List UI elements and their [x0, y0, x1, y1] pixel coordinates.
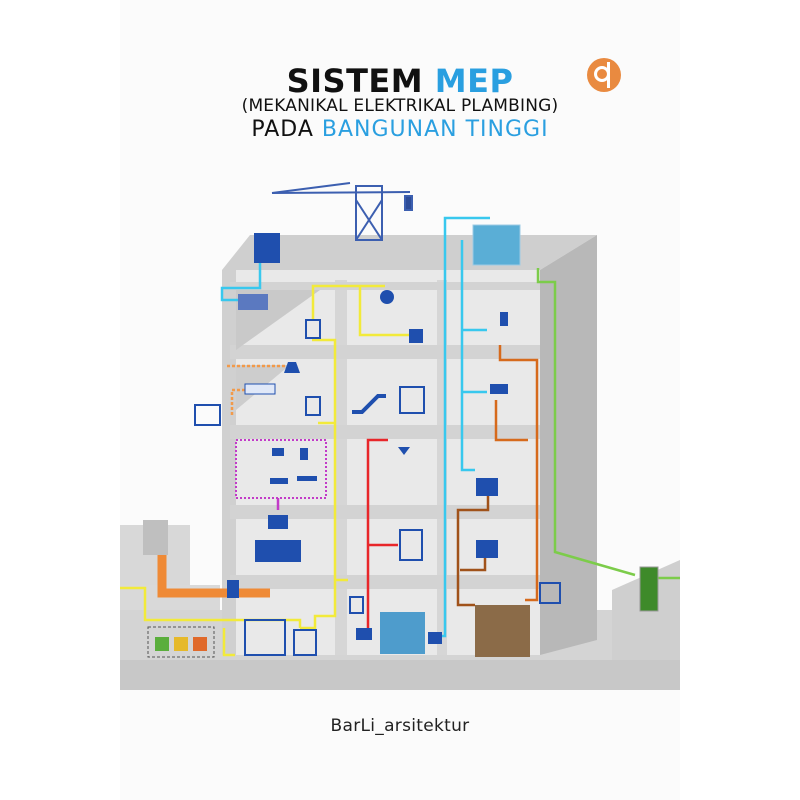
- sprinkler-icon: [398, 447, 410, 455]
- trash-bins: [147, 626, 215, 658]
- septic-tank: [475, 605, 530, 657]
- chiller-icon: [254, 233, 280, 263]
- electrical-line-generator: [222, 628, 235, 657]
- title-line-3: PADA BANGUNAN TINGGI: [0, 117, 800, 142]
- title-mep: MEP: [434, 62, 514, 100]
- ac-indoor-icon: [244, 383, 276, 395]
- waste-water-line: [494, 345, 539, 602]
- roof-water-tank: [472, 224, 521, 266]
- smoke-detector-icon: [297, 476, 317, 481]
- pump-icon: [356, 628, 372, 640]
- subtitle: (MEKANIKAL ELEKTRIKAL PLAMBING): [241, 96, 559, 116]
- sink-icon: [490, 384, 508, 394]
- socket-icon: [409, 329, 423, 343]
- exhaust-fan-box: [143, 520, 168, 555]
- trash-bin-icon: [193, 637, 207, 651]
- crane-icon: [271, 182, 413, 241]
- ac-outdoor-icon: [194, 404, 221, 426]
- ground-water-tank: [380, 612, 425, 654]
- electrical-line: [120, 284, 410, 630]
- generator-icon: [244, 619, 286, 656]
- clean-water-line: [220, 216, 490, 638]
- kitchen-hood-icon: [284, 362, 300, 373]
- panel-icon: [305, 396, 321, 416]
- exhaust-line: [225, 364, 285, 415]
- security-systems-group: [235, 439, 327, 499]
- sewer-line: [456, 495, 490, 607]
- grease-trap: [639, 566, 659, 612]
- escalator-icon: [352, 394, 386, 414]
- title-sistem: SISTEM: [286, 62, 424, 100]
- pump-icon: [428, 632, 442, 644]
- transformer-icon: [293, 629, 317, 656]
- title-bangunan-tinggi: BANGUNAN TINGGI: [321, 117, 549, 142]
- server-icon: [255, 540, 301, 562]
- shower-icon: [500, 312, 508, 326]
- title-line-1: SISTEM MEP: [0, 62, 800, 100]
- publisher-logo: [587, 58, 621, 92]
- cctv-icon: [272, 448, 284, 456]
- fire-alarm-icon: [399, 529, 423, 561]
- lamp-icon: [380, 290, 394, 304]
- title-pada: PADA: [251, 117, 314, 142]
- trash-bin-icon: [155, 637, 169, 651]
- drainage-line: [536, 268, 680, 580]
- panel-icon: [349, 596, 364, 614]
- exhaust-fan-icon: [539, 582, 561, 604]
- author-name: BarLi_arsitektur: [330, 716, 470, 736]
- building: [222, 235, 597, 655]
- elevator-icon: [399, 386, 425, 414]
- speaker-icon: [300, 448, 308, 460]
- toilet-icon: [476, 540, 498, 558]
- damper-icon: [227, 580, 239, 598]
- panel-icon: [305, 319, 321, 339]
- trash-bin-icon: [174, 637, 188, 651]
- toilet-icon: [476, 478, 498, 496]
- ahu-icon: [238, 294, 268, 310]
- wifi-router-icon: [270, 478, 288, 484]
- computer-icon: [268, 515, 288, 529]
